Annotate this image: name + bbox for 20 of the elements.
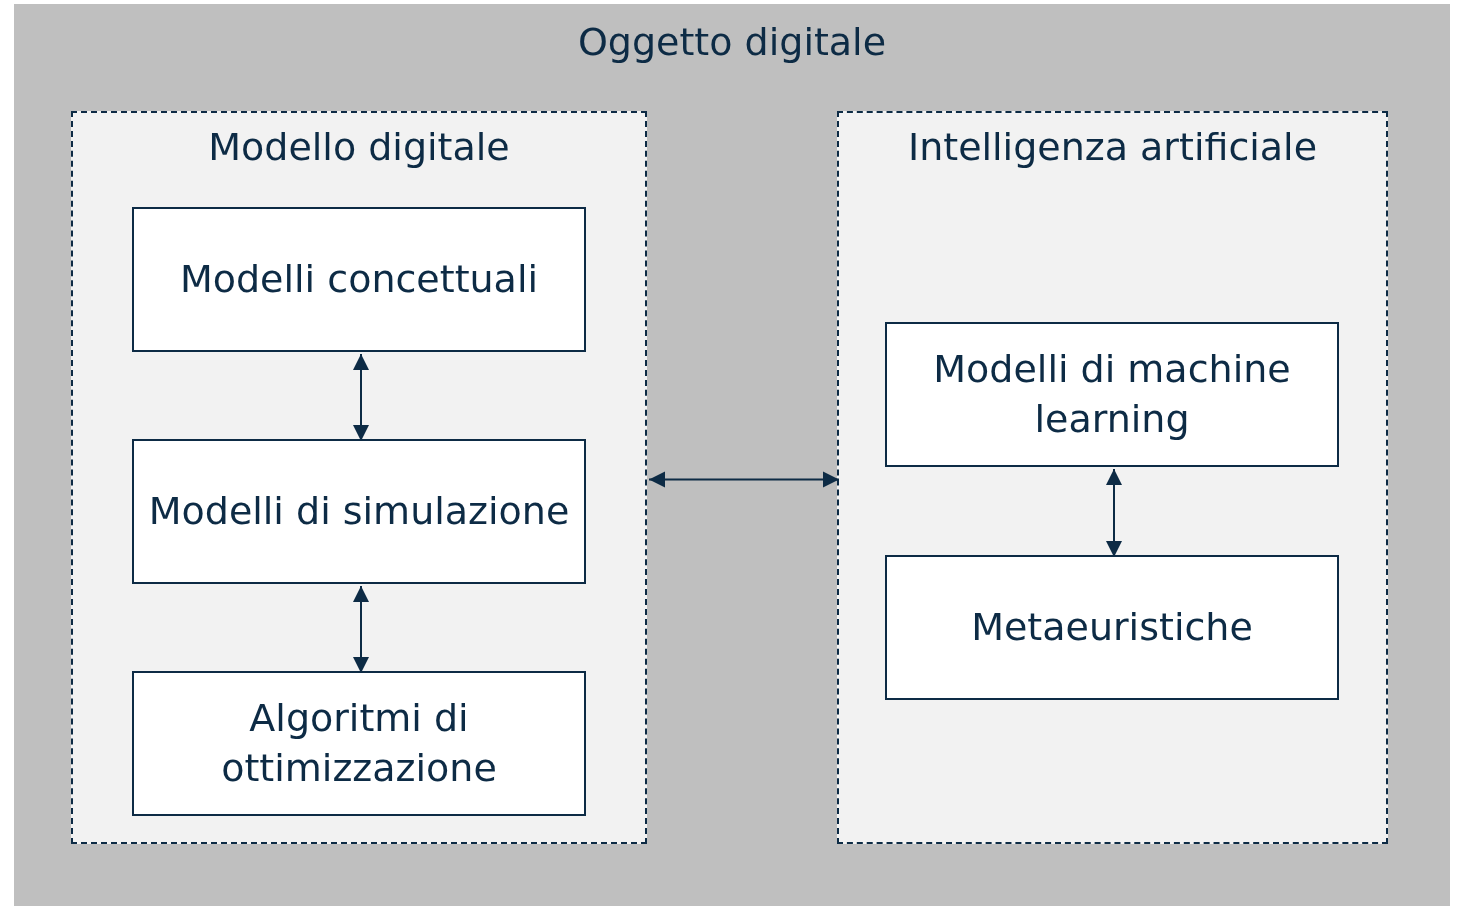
box-label: Modelli concettuali (178, 255, 540, 303)
box-label: Metaeuristiche (970, 603, 1254, 651)
process-box (132, 207, 586, 352)
double-arrow (353, 585, 369, 674)
double-arrow (648, 471, 840, 488)
group-heading: Oggetto digitale (576, 20, 888, 64)
process-box (885, 555, 1339, 700)
process-box (885, 322, 1339, 467)
group-container (837, 111, 1388, 844)
box-label: Modelli di machine learning (932, 346, 1292, 443)
outer-container (14, 4, 1450, 906)
group-heading: Intelligenza artificiale (906, 125, 1319, 169)
double-arrow (1106, 468, 1122, 558)
group-container (71, 111, 647, 844)
process-box (132, 439, 586, 584)
group-heading: Modello digitale (207, 125, 511, 169)
box-label: Modelli di simulazione (147, 487, 571, 535)
double-arrow (353, 353, 369, 442)
process-box (132, 671, 586, 816)
box-label: Algoritmi di ottimizzazione (220, 695, 498, 792)
